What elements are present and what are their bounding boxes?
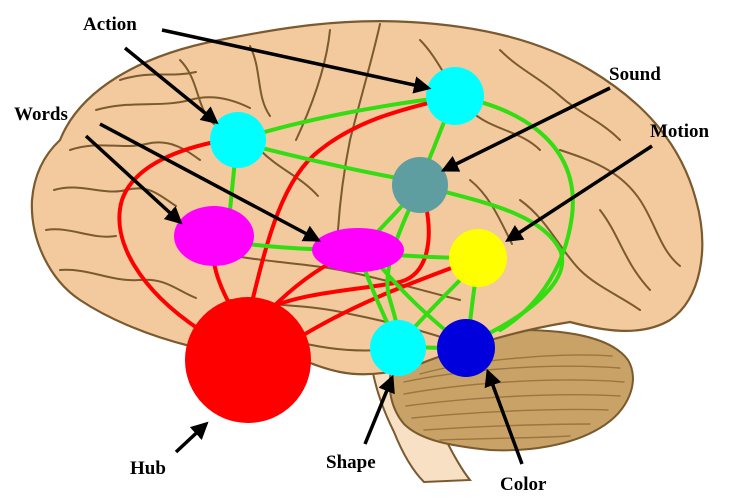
sound-node — [392, 157, 448, 213]
words-node-center — [312, 228, 404, 272]
hub-node — [185, 297, 311, 423]
label-hub: Hub — [130, 458, 166, 479]
label-color: Color — [500, 474, 547, 495]
action-node-2 — [426, 67, 484, 125]
label-action: Action — [83, 14, 137, 35]
label-motion: Motion — [650, 121, 710, 142]
motion-node — [449, 229, 507, 287]
action-node — [210, 112, 266, 168]
color-node — [437, 319, 495, 377]
label-shape: Shape — [326, 452, 376, 473]
arrow-hub — [176, 424, 206, 452]
label-sound: Sound — [609, 64, 661, 85]
label-words: Words — [14, 104, 68, 125]
words-node-left — [174, 206, 254, 266]
shape-node — [370, 320, 426, 376]
